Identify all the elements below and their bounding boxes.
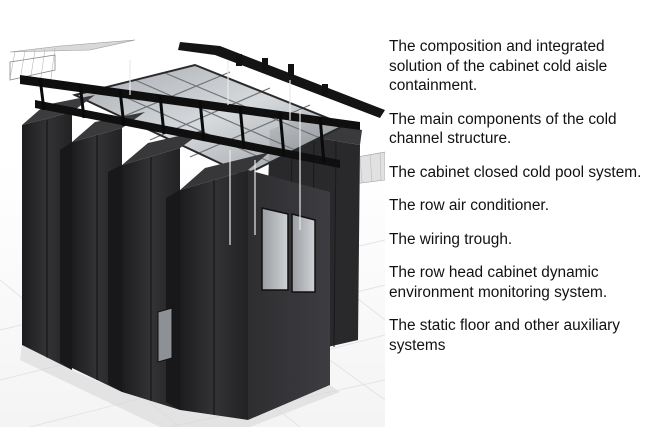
wiring-trough-left <box>9 39 136 87</box>
component-item-row-air-conditioner: The row air conditioner. <box>389 197 549 214</box>
component-item-wiring-trough: The wiring trough. <box>389 230 513 248</box>
component-item-closed-cold-pool: The cabinet closed cold pool system. <box>389 163 642 181</box>
component-item-main-components: The main components of the cold channel … <box>389 110 617 148</box>
cold-aisle-containment-illustration <box>0 39 385 427</box>
component-item-composition: The composition and integrated solution … <box>389 38 608 94</box>
component-item-static-floor: The static floor and other auxiliary sys… <box>389 317 620 354</box>
component-item-monitoring-system: The row head cabinet dynamic environment… <box>389 264 608 301</box>
component-list: The composition and integrated solution … <box>389 37 645 355</box>
wiring-trough-overhead <box>20 42 385 245</box>
